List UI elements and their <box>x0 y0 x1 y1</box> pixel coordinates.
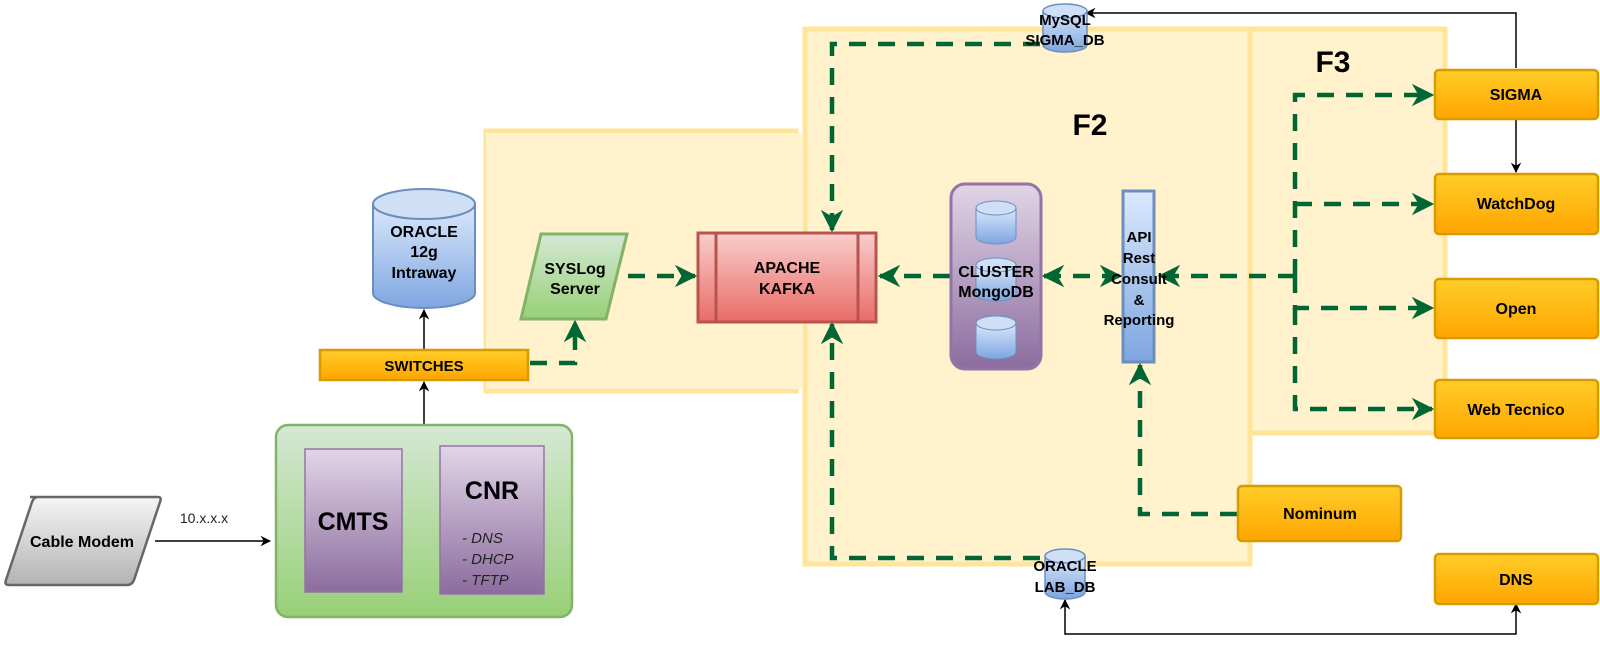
cnr-service: - DNS <box>462 530 503 547</box>
api-line: Reporting <box>1104 312 1175 329</box>
flow-switches-syslog <box>530 319 587 366</box>
syslog-line: SYSLog <box>544 261 605 278</box>
api-line: Rest <box>1123 250 1156 267</box>
open-label: Open <box>1496 301 1537 318</box>
syslog-server-node[interactable]: SYSLog Server <box>519 232 629 321</box>
api-rest-node[interactable]: API Rest Consult & Reporting <box>1104 189 1175 364</box>
kafka-node[interactable]: APACHE KAFKA <box>696 231 878 324</box>
mongodb-line: MongoDB <box>958 284 1034 301</box>
api-line: Consult <box>1111 271 1167 288</box>
cmts-node[interactable]: CMTS <box>304 448 403 593</box>
mysql-line: SIGMA_DB <box>1025 32 1104 49</box>
cnr-service: - DHCP <box>462 551 514 568</box>
api-line: API <box>1126 229 1151 246</box>
flow-to-sigma <box>1292 83 1435 276</box>
switches-label: SWITCHES <box>384 358 463 375</box>
nominum-node[interactable]: Nominum <box>1236 484 1403 543</box>
oracle-lab-db[interactable]: ORACLE LAB_DB <box>1033 548 1097 600</box>
syslog-line: Server <box>550 281 600 298</box>
kafka-line: APACHE <box>754 260 821 277</box>
data-flows <box>530 41 1435 561</box>
link-dns-oraclelab <box>1059 598 1522 635</box>
watchdog-label: WatchDog <box>1477 196 1556 213</box>
zone-f3-title: F3 <box>1315 46 1350 79</box>
dns-label: DNS <box>1499 572 1533 589</box>
physical-links <box>155 7 1522 635</box>
sigma-label: SIGMA <box>1490 87 1543 104</box>
oracle-intraway-line: 12g <box>410 244 438 261</box>
cmts-label: CMTS <box>318 508 389 536</box>
cable-modem-label: Cable Modem <box>30 534 134 551</box>
mysql-line: MySQL <box>1039 12 1091 29</box>
zone-f2-title: F2 <box>1072 109 1107 142</box>
kafka-line: KAFKA <box>759 281 815 298</box>
cnr-service: - TFTP <box>462 572 509 589</box>
webtecnico-node[interactable]: Web Tecnico <box>1433 378 1600 440</box>
database-icon <box>975 315 1017 360</box>
database-icon <box>975 257 1017 302</box>
link-sigma-mysql <box>1084 7 1517 68</box>
flow-mysql-kafka <box>820 41 1040 233</box>
oracle-lab-line: LAB_DB <box>1035 579 1096 596</box>
open-node[interactable]: Open <box>1433 277 1600 340</box>
flow-to-webtecnico <box>1292 308 1435 421</box>
database-icon <box>975 200 1017 245</box>
api-line: & <box>1134 292 1145 309</box>
oracle-intraway-db[interactable]: ORACLE 12g Intraway <box>372 188 476 309</box>
mongodb-cluster-node[interactable]: CLUSTER MongoDB <box>949 182 1043 371</box>
switches-node[interactable]: SWITCHES <box>318 348 530 382</box>
nominum-label: Nominum <box>1283 506 1357 523</box>
flow-oraclelab-kafka <box>820 321 1040 561</box>
oracle-intraway-line: Intraway <box>392 265 457 282</box>
flow-nominum-api <box>1128 362 1237 517</box>
oracle-intraway-line: ORACLE <box>390 224 458 241</box>
mysql-sigma-db[interactable]: MySQL SIGMA_DB <box>1025 3 1105 53</box>
cnr-label: CNR <box>465 477 519 505</box>
zone-f3: F3 <box>1237 26 1448 436</box>
link-ip-label: 10.x.x.x <box>180 510 228 526</box>
mongodb-line: CLUSTER <box>958 264 1034 281</box>
sigma-node[interactable]: SIGMA <box>1433 68 1600 121</box>
dns-node[interactable]: DNS <box>1433 552 1600 606</box>
cable-modem-node[interactable]: Cable Modem <box>4 495 162 587</box>
oracle-lab-line: ORACLE <box>1033 558 1096 575</box>
headend-group[interactable]: CMTS CNR - DNS - DHCP - TFTP <box>274 423 574 619</box>
webtecnico-label: Web Tecnico <box>1467 402 1564 419</box>
watchdog-node[interactable]: WatchDog <box>1433 172 1600 236</box>
cnr-node[interactable]: CNR - DNS - DHCP - TFTP <box>439 445 545 595</box>
